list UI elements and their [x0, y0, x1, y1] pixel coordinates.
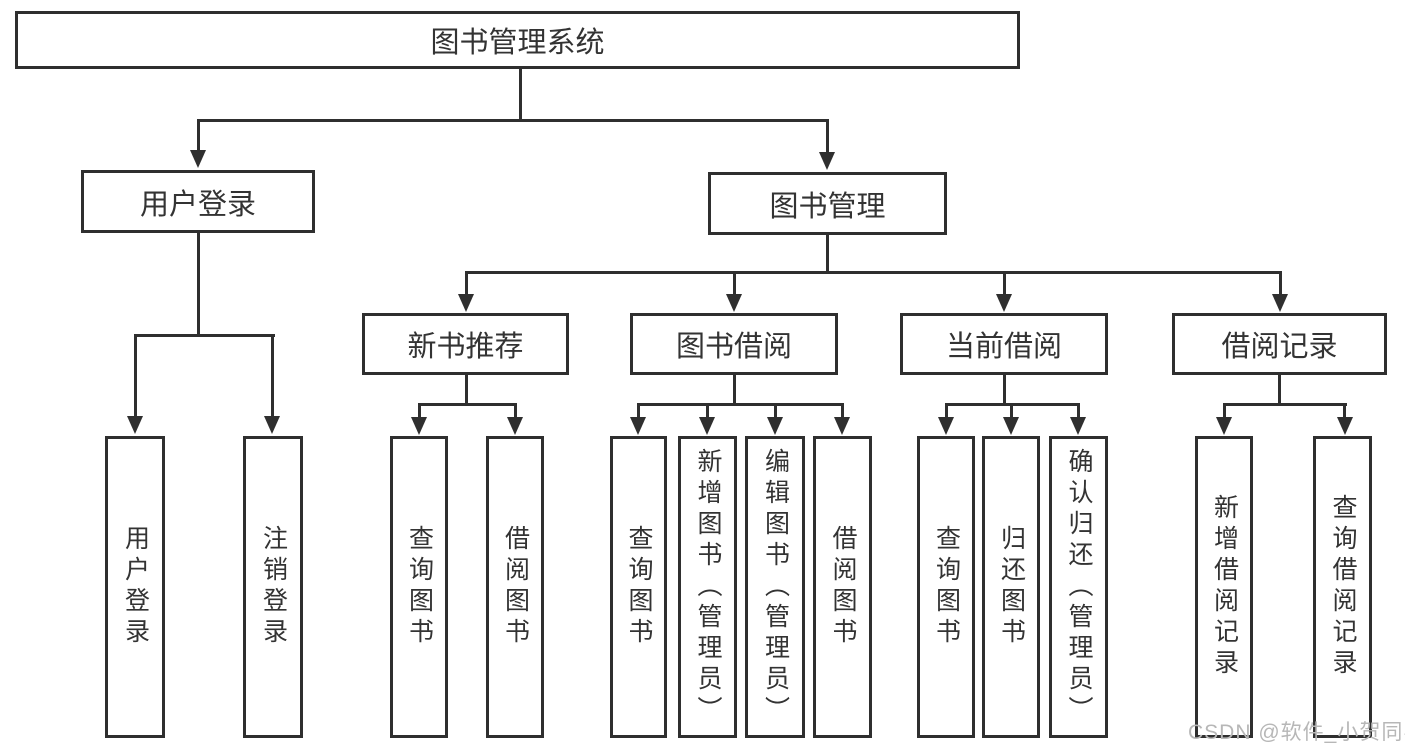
connector-book-borrow-rail: [637, 403, 844, 406]
node-book-mgmt: 图书管理: [708, 172, 947, 235]
arrow-down-icon: [819, 152, 835, 170]
node-root: 图书管理系统: [15, 11, 1020, 69]
connector-level3-rail: [465, 271, 1282, 274]
arrow-down-icon: [411, 417, 427, 435]
leaf-current-return: 归还图书: [982, 436, 1040, 738]
arrow-down-icon: [767, 417, 783, 435]
connector-borrow-records-drop: [1278, 375, 1281, 406]
arrow-down-icon: [996, 294, 1012, 312]
connector-stem-leaf: [514, 403, 517, 419]
leaf-borrow-edit: 编辑图书（管理员）: [745, 436, 805, 738]
connector-stem-borrow-records: [1279, 271, 1282, 297]
leaf-records-query: 查询借阅记录: [1313, 436, 1372, 738]
connector-stem-leaf: [637, 403, 640, 419]
leaf-borrow-borrow: 借阅图书: [813, 436, 872, 738]
connector-new-books-rail: [418, 403, 517, 406]
node-current-borrow: 当前借阅: [900, 313, 1108, 375]
arrow-down-icon: [1337, 417, 1353, 435]
arrow-down-icon: [458, 294, 474, 312]
leaf-newbooks-query: 查询图书: [390, 436, 448, 738]
arrow-down-icon: [726, 294, 742, 312]
connector-user-login-rail: [134, 334, 275, 337]
connector-stem-book-mgmt: [826, 119, 829, 154]
connector-book-borrow-drop: [733, 375, 736, 406]
connector-stem-leaf: [706, 403, 709, 419]
node-borrow-records: 借阅记录: [1172, 313, 1387, 375]
connector-stem-leaf: [774, 403, 777, 419]
connector-user-login-drop: [197, 233, 200, 337]
connector-stem-leaf: [1223, 403, 1226, 419]
arrow-down-icon: [938, 417, 954, 435]
node-book-borrow: 图书借阅: [630, 313, 838, 375]
leaf-newbooks-borrow: 借阅图书: [486, 436, 544, 738]
arrow-down-icon: [127, 416, 143, 434]
arrow-down-icon: [834, 417, 850, 435]
leaf-borrow-query: 查询图书: [610, 436, 667, 738]
node-new-books: 新书推荐: [362, 313, 569, 375]
connector-current-borrow-drop: [1003, 375, 1006, 406]
connector-stem-leaf: [134, 334, 137, 417]
connector-stem-book-borrow: [733, 271, 736, 297]
leaf-user-login: 用户登录: [105, 436, 165, 738]
arrow-down-icon: [264, 416, 280, 434]
leaf-borrow-add: 新增图书（管理员）: [678, 436, 737, 738]
arrow-down-icon: [1003, 417, 1019, 435]
connector-stem-leaf: [1077, 403, 1080, 419]
connector-stem-leaf: [418, 403, 421, 419]
arrow-down-icon: [630, 417, 646, 435]
connector-stem-leaf: [271, 334, 274, 417]
connector-stem-user-login: [197, 119, 200, 152]
arrow-down-icon: [1070, 417, 1086, 435]
connector-stem-leaf: [1343, 403, 1346, 419]
connector-book-mgmt-drop: [826, 235, 829, 274]
arrow-down-icon: [699, 417, 715, 435]
arrow-down-icon: [507, 417, 523, 435]
connector-stem-leaf: [945, 403, 948, 419]
connector-stem-new-books: [465, 271, 468, 297]
leaf-records-add: 新增借阅记录: [1195, 436, 1253, 738]
arrow-down-icon: [190, 150, 206, 168]
connector-stem-leaf: [1010, 403, 1013, 419]
connector-borrow-records-rail: [1223, 403, 1347, 406]
leaf-current-query: 查询图书: [917, 436, 975, 738]
arrow-down-icon: [1272, 294, 1288, 312]
connector-new-books-drop: [465, 375, 468, 406]
connector-level2-rail: [197, 119, 829, 122]
watermark-text: CSDN @软件_小贺同学: [1188, 721, 1405, 744]
leaf-current-confirm: 确认归还（管理员）: [1049, 436, 1108, 738]
connector-stem-current-borrow: [1003, 271, 1006, 297]
connector-root-drop: [519, 69, 522, 122]
leaf-logout: 注销登录: [243, 436, 303, 738]
node-user-login: 用户登录: [81, 170, 315, 233]
arrow-down-icon: [1216, 417, 1232, 435]
connector-stem-leaf: [841, 403, 844, 419]
